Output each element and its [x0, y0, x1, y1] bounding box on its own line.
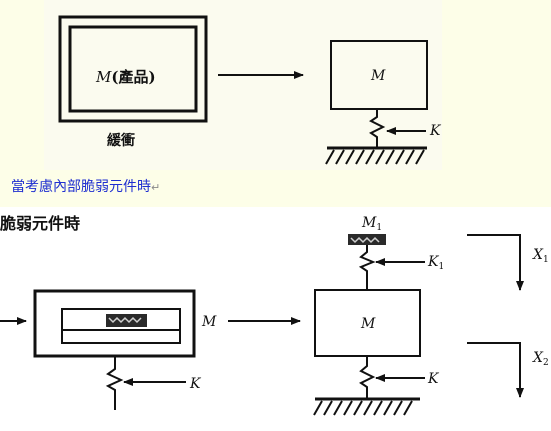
spring-top	[369, 109, 386, 147]
caption-text: 當考慮內部脆弱元件時	[11, 179, 151, 195]
cushion-label: 緩衝	[107, 133, 135, 149]
inner-box	[61, 308, 181, 344]
mass-label-top: M	[370, 68, 386, 84]
product-inner-box	[68, 25, 198, 113]
spring-k	[359, 356, 376, 398]
x1-label: X1	[532, 247, 549, 265]
ground-bottom-hatch	[313, 400, 413, 416]
x1-displacement-arrow	[467, 234, 524, 291]
bottom-panel	[0, 207, 551, 431]
spring-label-top: K	[429, 123, 442, 139]
product-symbol: M	[96, 68, 112, 86]
section-heading: 脆弱元件時	[0, 214, 81, 233]
spring-k1	[358, 244, 376, 290]
x2-displacement-arrow	[467, 342, 524, 398]
mass-box-top	[330, 40, 428, 110]
left-mass-label: M	[201, 314, 217, 330]
x2-label: X2	[532, 350, 549, 368]
product-text: (產品)	[111, 68, 156, 86]
right-mass-label: M	[360, 316, 376, 332]
m1-label: M1	[361, 215, 382, 233]
ground-top-hatch	[325, 149, 425, 165]
small-mass-m1	[348, 234, 386, 245]
spring-bottom-left	[105, 356, 124, 410]
caption: 當考慮內部脆弱元件時↵	[11, 176, 160, 196]
product-label: M(產品)	[96, 66, 156, 87]
cushion-outer-box	[58, 15, 208, 123]
left-spring-label: K	[189, 376, 202, 392]
k-label-bottom-right: K	[427, 371, 440, 387]
caption-return-mark: ↵	[151, 181, 161, 194]
k1-label: K1	[427, 254, 444, 272]
